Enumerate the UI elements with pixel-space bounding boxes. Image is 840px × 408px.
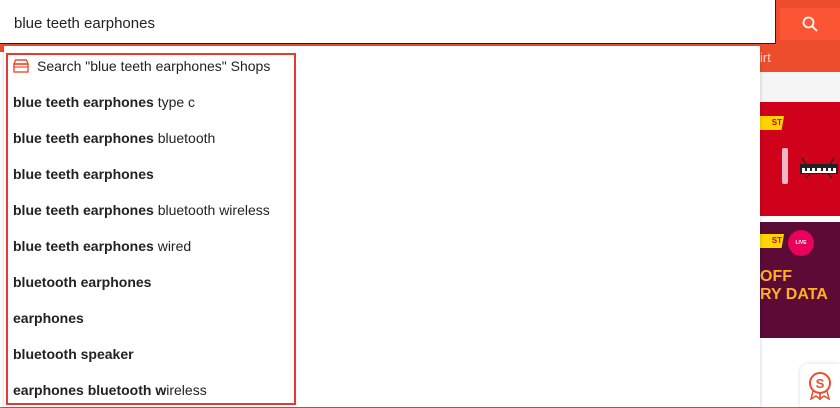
promo-line-2: RY DATA bbox=[760, 286, 828, 303]
shop-suggestion-label: Search "blue teeth earphones" Shops bbox=[37, 58, 271, 74]
suggestion-match-text: bluetooth earphones bbox=[13, 274, 152, 290]
shop-icon bbox=[13, 59, 29, 73]
suggestion-completion-text: wired bbox=[153, 238, 192, 254]
search-suggestion[interactable]: blue teeth earphones bluetooth wireless bbox=[4, 192, 760, 228]
search-input[interactable] bbox=[14, 12, 754, 34]
suggestion-match-text: blue teeth earphones bbox=[13, 130, 154, 146]
suggestion-match-text: earphones bbox=[13, 310, 84, 326]
search-shops-suggestion[interactable]: Search "blue teeth earphones" Shops bbox=[4, 48, 760, 84]
suggestion-match-text: earphones bluetooth w bbox=[13, 382, 167, 398]
search-box[interactable] bbox=[0, 0, 776, 44]
promo-badge: ST bbox=[760, 234, 784, 248]
search-suggestion[interactable]: blue teeth earphones bluetooth bbox=[4, 120, 760, 156]
promo-badge: ST bbox=[760, 116, 784, 130]
product-image bbox=[782, 148, 788, 184]
search-suggestion[interactable]: blue teeth earphones wired bbox=[4, 228, 760, 264]
svg-text:S: S bbox=[816, 376, 825, 391]
promo-banner-1[interactable]: ST bbox=[760, 102, 840, 216]
shopee-guarantee-icon: S bbox=[809, 372, 831, 400]
suggestion-completion-text: ireless bbox=[166, 382, 207, 398]
suggestion-match-text: bluetooth speaker bbox=[13, 346, 134, 362]
suggestion-match-text: blue teeth earphones bbox=[13, 94, 154, 110]
keyboard-image bbox=[800, 158, 838, 178]
search-suggestion[interactable]: bluetooth speaker bbox=[4, 336, 760, 372]
promo-line-1: OFF bbox=[760, 268, 792, 285]
suggestion-match-text: blue teeth earphones bbox=[13, 202, 154, 218]
suggestion-match-text: blue teeth earphones bbox=[13, 166, 154, 182]
search-suggestions-dropdown: Search "blue teeth earphones" Shops blue… bbox=[4, 46, 760, 407]
promo-banner-2[interactable]: ST LIVE OFF RY DATA bbox=[760, 222, 840, 338]
suggestion-completion-text: type c bbox=[153, 94, 196, 110]
suggestion-completion-text: bluetooth wireless bbox=[153, 202, 270, 218]
header-hint-text[interactable]: irt bbox=[760, 50, 771, 65]
search-icon bbox=[802, 16, 818, 32]
suggestion-match-text: blue teeth earphones bbox=[13, 238, 154, 254]
search-suggestion[interactable]: bluetooth earphones bbox=[4, 264, 760, 300]
search-button[interactable] bbox=[780, 8, 840, 40]
background-content bbox=[0, 52, 4, 407]
promo-text: OFF RY DATA bbox=[760, 268, 840, 304]
search-suggestion[interactable]: earphones bluetooth wireless bbox=[4, 372, 760, 408]
search-suggestion[interactable]: blue teeth earphones bbox=[4, 156, 760, 192]
guarantee-widget[interactable]: S bbox=[800, 364, 840, 407]
promo-strip bbox=[760, 72, 840, 102]
search-suggestion[interactable]: earphones bbox=[4, 300, 760, 336]
promo-circle-badge: LIVE bbox=[788, 230, 814, 256]
search-suggestion[interactable]: blue teeth earphones type c bbox=[4, 84, 760, 120]
suggestion-completion-text: bluetooth bbox=[153, 130, 216, 146]
